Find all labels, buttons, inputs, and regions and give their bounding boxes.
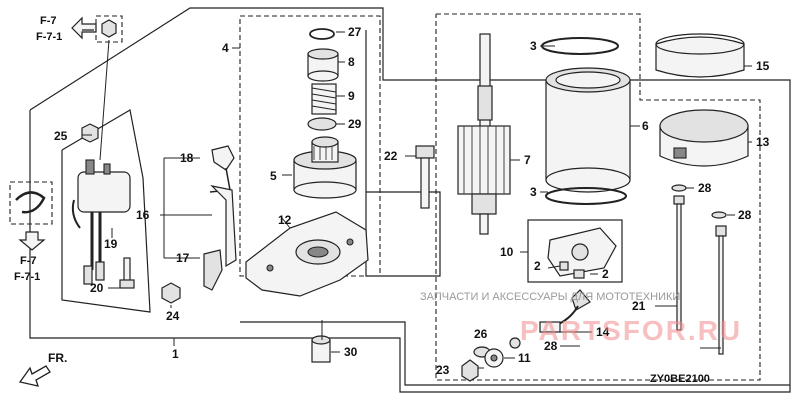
- ref-top-line1: F-7: [40, 15, 57, 27]
- callout-30[interactable]: 30: [344, 345, 358, 359]
- wire-clamp-icon: [15, 191, 46, 214]
- callout-6[interactable]: 6: [642, 119, 649, 133]
- callout-13[interactable]: 13: [756, 135, 770, 149]
- arrow-down-icon: [18, 231, 46, 251]
- callout-12[interactable]: 12: [278, 213, 292, 227]
- callout-14[interactable]: 14: [596, 325, 610, 339]
- front-arrow-icon: [18, 365, 51, 387]
- callout-22[interactable]: 22: [384, 149, 398, 163]
- callout-11[interactable]: 11: [518, 351, 531, 365]
- callout-15[interactable]: 15: [756, 59, 770, 73]
- callout-4[interactable]: 4: [222, 41, 229, 55]
- callout-25[interactable]: 25: [54, 129, 68, 143]
- front-cover-12-part: [245, 211, 369, 297]
- through-bolt-21b-part: [715, 225, 727, 355]
- washer-28a-part: [671, 184, 687, 192]
- boot-17-part: [203, 249, 223, 291]
- callout-2a[interactable]: 2: [534, 259, 541, 273]
- arrow-left-icon: [71, 16, 97, 40]
- brush-holder-10-part: [547, 227, 617, 279]
- callout-8[interactable]: 8: [348, 55, 355, 69]
- stop-collar-8-part: [307, 48, 339, 82]
- callout-10[interactable]: 10: [500, 245, 514, 259]
- terminal-18-part: [209, 145, 237, 268]
- callout-18[interactable]: 18: [180, 151, 194, 165]
- diagram-code: ZY0BE2100: [650, 373, 710, 385]
- terminal-14-part: [539, 289, 591, 333]
- watermark-brand: PARTSFOR.RU: [520, 315, 742, 346]
- motor-housing-frame: [435, 13, 761, 381]
- pinion-5-part: [293, 136, 357, 199]
- callout-21[interactable]: 21: [632, 299, 646, 313]
- callout-29[interactable]: 29: [348, 117, 362, 131]
- ref-top[interactable]: F-7 F-7-1: [36, 15, 97, 43]
- brush-holder-box: [527, 219, 623, 283]
- ref-top-line2: F-7-1: [36, 31, 62, 43]
- front-direction-indicator: FR.: [18, 351, 67, 387]
- ref-bottom-line2: F-7-1: [14, 271, 40, 283]
- callout-28a[interactable]: 28: [698, 181, 712, 195]
- washer-11-hole: [490, 354, 498, 362]
- callout-28b[interactable]: 28: [738, 208, 752, 222]
- clamp-ref-box: [9, 181, 53, 225]
- washer-28c-part: [509, 337, 521, 349]
- nut-25-part: [81, 123, 99, 143]
- cover-13-part: [659, 109, 749, 167]
- callout-24[interactable]: 24: [166, 309, 180, 323]
- o-ring-3b-part: [545, 187, 627, 205]
- bolt-20-part: [119, 257, 135, 289]
- callout-28c[interactable]: 28: [544, 339, 558, 353]
- yoke-6-part: [545, 67, 631, 193]
- snap-ring-27-part: [309, 28, 335, 40]
- callout-27[interactable]: 27: [348, 25, 362, 39]
- bolt-22-part: [415, 145, 435, 209]
- callout-2b[interactable]: 2: [602, 267, 609, 281]
- washer-28b-part: [711, 211, 727, 219]
- watermark-text: ЗАПЧАСТИ И АКСЕССУАРЫ ДЛЯ МОТОТЕХНИКИ: [420, 291, 680, 303]
- motor-assembly-frame: [365, 30, 441, 277]
- callout-23[interactable]: 23: [436, 363, 450, 377]
- through-bolt-21a-part: [673, 195, 685, 331]
- band-15-part: [655, 33, 745, 78]
- callout-20[interactable]: 20: [90, 281, 104, 295]
- nut-24-part: [161, 282, 181, 304]
- outer-assembly-frame: [29, 7, 791, 393]
- solenoid-part: [71, 159, 131, 285]
- ref-bottom-line1: F-7: [20, 255, 37, 267]
- callout-9[interactable]: 9: [348, 89, 355, 103]
- callout-7[interactable]: 7: [524, 153, 531, 167]
- spring-9-part: [311, 83, 337, 115]
- front-label: FR.: [48, 351, 67, 365]
- nut-23-part: [461, 359, 479, 382]
- callout-19[interactable]: 19: [104, 237, 118, 251]
- ref-bottom[interactable]: F-7 F-7-1: [14, 231, 46, 283]
- washer-29-part: [307, 117, 337, 131]
- callout-5[interactable]: 5: [270, 169, 277, 183]
- bushing-30-part: [311, 335, 331, 363]
- solenoid-frame: [61, 109, 151, 313]
- nut-part: [101, 19, 117, 38]
- callout-3b[interactable]: 3: [530, 185, 537, 199]
- callout-3a[interactable]: 3: [530, 39, 537, 53]
- callout-16[interactable]: 16: [136, 208, 150, 222]
- callout-1[interactable]: 1: [172, 347, 179, 361]
- callout-26[interactable]: 26: [474, 327, 488, 341]
- callout-17[interactable]: 17: [176, 251, 190, 265]
- armature-7-part: [457, 33, 511, 235]
